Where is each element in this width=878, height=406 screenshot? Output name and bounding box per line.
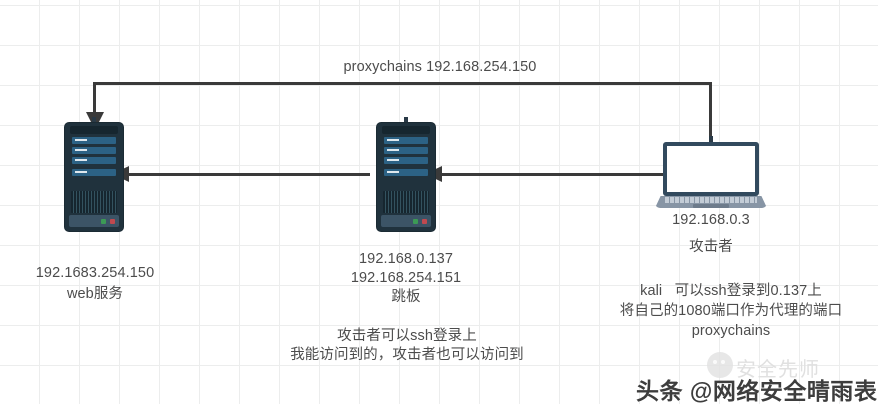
laptop-screen-icon (663, 142, 759, 196)
node-web-server[interactable] (65, 117, 123, 231)
connector-proxychains-horizontal (93, 82, 712, 85)
web-server-role-label: web服务 (66, 286, 124, 302)
node-jump-host[interactable] (377, 117, 435, 231)
server-vent-icon (71, 191, 117, 213)
server-chassis-icon (377, 123, 435, 231)
connector-webserver-vertical-top (93, 82, 96, 115)
web-server-ip-label: 192.1683.254.150 (35, 265, 155, 281)
server-led-green-icon (413, 219, 418, 224)
watermark-brand-bottom: 头条 @网络安全晴雨表 (636, 378, 878, 404)
jump-host-role-label: 跳板 (391, 289, 421, 305)
jump-host-note-line1: 攻击者可以ssh登录上 (337, 328, 477, 344)
server-top-panel-icon (382, 126, 430, 134)
attacker-note-line3: proxychains (691, 323, 771, 339)
proxychains-link-label: proxychains 192.168.254.150 (343, 59, 537, 75)
laptop-trackpad-icon (693, 204, 729, 208)
attacker-ip-label: 192.168.0.3 (672, 212, 750, 228)
jump-host-ip-primary-label: 192.168.0.137 (358, 251, 454, 267)
server-neck-icon (92, 117, 96, 125)
connector-attacker-vertical-top (709, 82, 712, 142)
watermark-brand-faint: 安全先师 (736, 359, 820, 381)
jump-host-note-line2: 我能访问到的，攻击者也可以访问到 (290, 347, 524, 363)
server-base-icon (381, 215, 431, 227)
server-led-red-icon (110, 219, 115, 224)
laptop-keyboard-icon (665, 197, 757, 203)
laptop-display-icon (667, 146, 755, 192)
server-vent-icon (383, 191, 429, 213)
server-neck-icon (404, 117, 408, 125)
connector-jumphost-to-webserver (125, 173, 370, 176)
server-base-icon (69, 215, 119, 227)
attacker-note-line1: kali 可以ssh登录到0.137上 (640, 283, 822, 299)
laptop-neck-icon (709, 136, 713, 144)
server-top-panel-icon (70, 126, 118, 134)
server-led-green-icon (101, 219, 106, 224)
connector-attacker-to-jumphost (438, 173, 666, 176)
server-drive-bays-icon (72, 137, 116, 185)
attacker-note-line2: 将自己的1080端口作为代理的端口 (619, 303, 843, 319)
jump-host-ip-secondary-label: 192.168.254.151 (350, 270, 462, 286)
server-drive-bays-icon (384, 137, 428, 185)
node-attacker-laptop[interactable] (655, 136, 767, 212)
attacker-role-label: 攻击者 (689, 239, 733, 255)
server-led-red-icon (422, 219, 427, 224)
watermark-avatar-icon (707, 352, 733, 378)
server-chassis-icon (65, 123, 123, 231)
